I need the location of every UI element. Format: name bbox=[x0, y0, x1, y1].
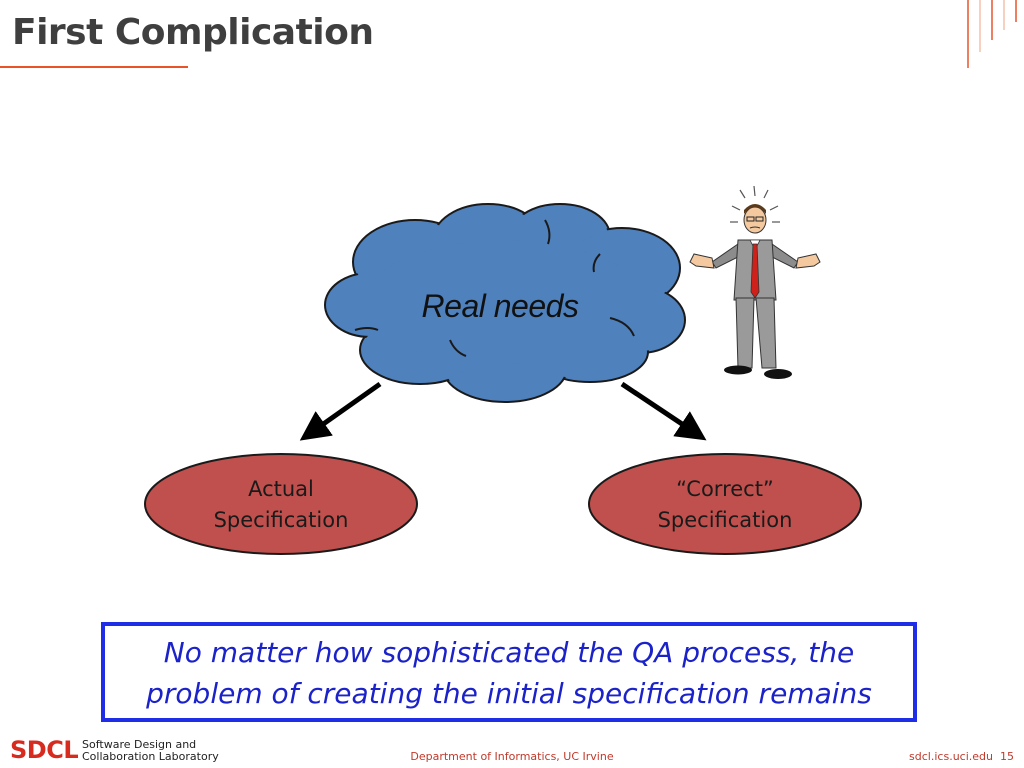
callout-box: No matter how sophisticated the QA proce… bbox=[101, 622, 917, 722]
cloud-shape bbox=[324, 203, 686, 403]
lab-name-line1: Software Design and bbox=[82, 738, 197, 751]
page-title: First Complication bbox=[12, 12, 374, 53]
sdcl-logo: SDCL bbox=[10, 736, 79, 764]
title-underline bbox=[0, 66, 188, 68]
actual-spec-line2: Specification bbox=[213, 508, 349, 532]
shrugging-man-icon bbox=[689, 185, 821, 379]
arrow-to-actual bbox=[299, 381, 382, 441]
callout-line1: No matter how sophisticated the QA proce… bbox=[163, 636, 855, 669]
site-url: sdcl.ics.uci.edu bbox=[909, 750, 993, 763]
correct-spec-line2: Specification bbox=[657, 508, 793, 532]
actual-specification-node bbox=[144, 453, 418, 555]
decorative-lines-icon bbox=[967, 0, 1017, 68]
correct-specification-label: “Correct” Specification bbox=[605, 474, 845, 536]
diagram bbox=[144, 185, 862, 555]
actual-spec-line1: Actual bbox=[248, 477, 314, 501]
correct-specification-node bbox=[588, 453, 862, 555]
cloud-label: Real needs bbox=[421, 288, 579, 324]
lab-name: Software Design and Collaboration Labora… bbox=[82, 739, 219, 763]
department-label: Department of Informatics, UC Irvine bbox=[0, 750, 1024, 763]
lab-name-line2: Collaboration Laboratory bbox=[82, 750, 219, 763]
department-text: Department of Informatics, UC Irvine bbox=[410, 750, 614, 763]
page-number: 15 bbox=[1000, 750, 1014, 763]
arrow-to-correct bbox=[620, 381, 707, 441]
callout-line2: problem of creating the initial specific… bbox=[146, 677, 872, 710]
footer-url-and-page: sdcl.ics.uci.edu 15 bbox=[909, 750, 1014, 763]
actual-specification-label: Actual Specification bbox=[161, 474, 401, 536]
correct-spec-line1: “Correct” bbox=[676, 477, 774, 501]
